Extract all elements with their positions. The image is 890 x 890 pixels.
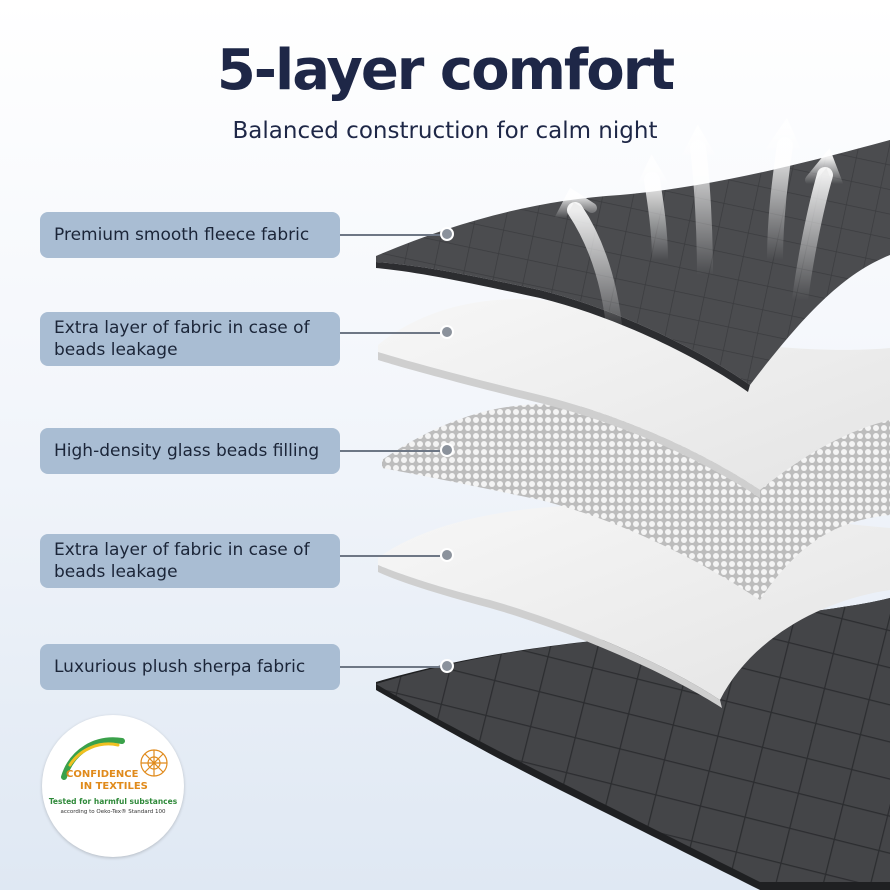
layer-connector-1 xyxy=(340,234,440,236)
badge-line-1: CONFIDENCE xyxy=(66,769,139,780)
layer-marker-4 xyxy=(440,548,454,562)
badge-globe-icon xyxy=(140,749,168,777)
fleece-layer xyxy=(376,140,890,392)
badge-line-2: IN TEXTILES xyxy=(80,781,148,792)
layer-label-3: High-density glass beads filling xyxy=(40,428,340,474)
layer-marker-1 xyxy=(440,227,454,241)
layer-label-4: Extra layer of fabric in case of beads l… xyxy=(40,534,340,588)
layer-label-1-text: Premium smooth fleece fabric xyxy=(54,225,310,245)
airflow-arrow-icon xyxy=(555,187,623,343)
layer-connector-5 xyxy=(340,666,440,668)
layer-connector-2 xyxy=(340,332,440,334)
page-title: 5-layer comfort xyxy=(216,38,675,103)
layer-label-1: Premium smooth fleece fabric xyxy=(40,212,340,258)
layer-label-5: Luxurious plush sherpa fabric xyxy=(40,644,340,690)
layer-label-2: Extra layer of fabric in case of beads l… xyxy=(40,312,340,366)
badge-standard-text: according to Oeko-Tex® Standard 100 xyxy=(60,809,166,815)
layer-connector-3 xyxy=(340,450,440,452)
badge-leaf-arc-icon xyxy=(61,737,168,780)
layer-marker-2 xyxy=(440,325,454,339)
airflow-arrow-icon xyxy=(792,148,843,308)
airflow-arrow-icon xyxy=(636,154,670,268)
layer-connector-4 xyxy=(340,555,440,557)
layer-label-5-text: Luxurious plush sherpa fabric xyxy=(54,657,306,677)
airflow-arrows xyxy=(555,117,843,343)
airflow-arrow-icon xyxy=(766,117,802,268)
layer-label-2-text: Extra layer of fabric in case of beads l… xyxy=(54,318,310,360)
layer-marker-5 xyxy=(440,659,454,673)
layer-marker-3 xyxy=(440,443,454,457)
layer-label-4-text: Extra layer of fabric in case of beads l… xyxy=(54,540,310,582)
oeko-tex-badge: CONFIDENCE IN TEXTILES Tested for harmfu… xyxy=(42,715,184,857)
sherpa-layer xyxy=(376,598,890,890)
badge-tested-text: Tested for harmful substances xyxy=(48,797,178,806)
page-subtitle: Balanced construction for calm night xyxy=(232,118,658,144)
layer-label-3-text: High-density glass beads filling xyxy=(54,441,320,461)
airflow-arrow-icon xyxy=(681,124,716,283)
